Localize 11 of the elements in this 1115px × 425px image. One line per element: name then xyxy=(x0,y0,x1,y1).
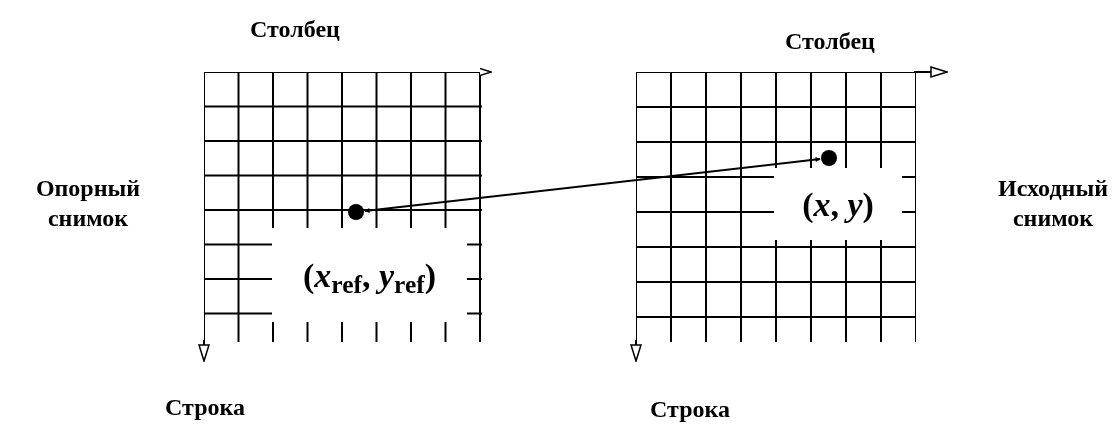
coordinate-text: (x, y) xyxy=(802,184,874,225)
column-axis-label: Столбец xyxy=(784,27,876,56)
image-label: Опорный снимок xyxy=(34,174,142,233)
point-marker xyxy=(821,150,837,166)
column-axis-label: Столбец xyxy=(249,15,341,44)
point-marker xyxy=(348,204,364,220)
row-axis-label: Строка xyxy=(164,393,246,422)
image-label: Исходный снимок xyxy=(997,174,1109,233)
row-axis-label: Строка xyxy=(649,395,731,424)
arrow xyxy=(363,157,822,213)
coordinate-text: (x$_{ref}$, y$_{ref}$) xyxy=(302,255,437,301)
